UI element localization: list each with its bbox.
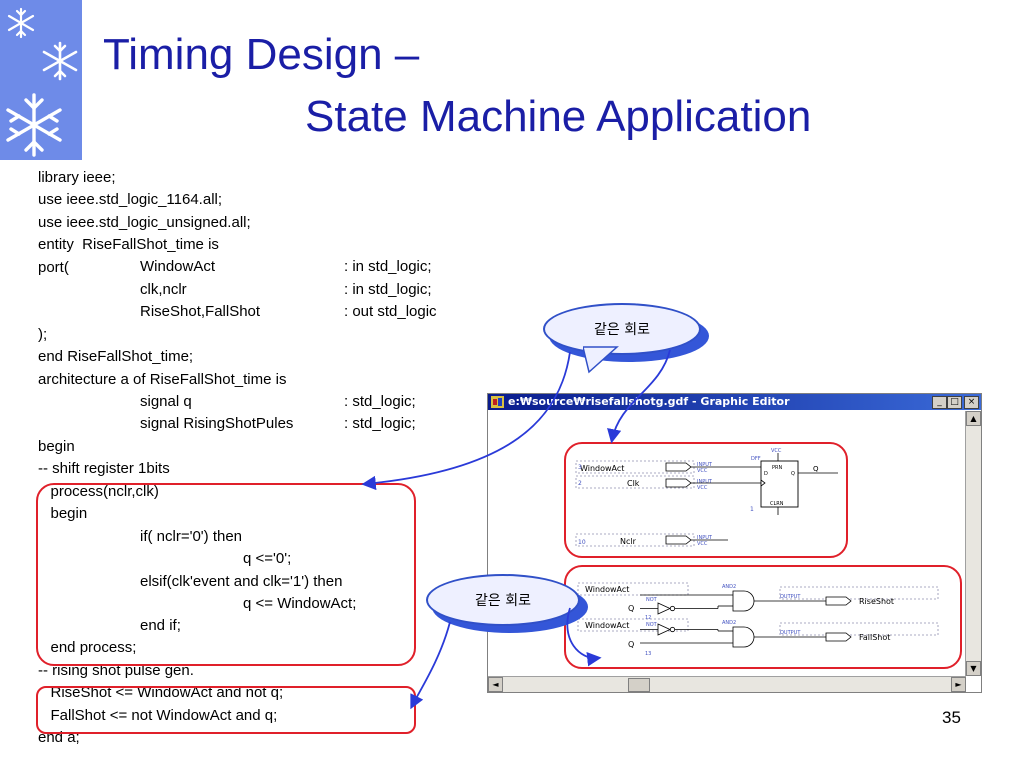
q-label-1: Q [628, 604, 634, 613]
vcc-tag: VCC [697, 541, 708, 547]
code-line: -- rising shot pulse gen. [38, 662, 194, 679]
riseshot-output-label: RiseShot [859, 597, 894, 606]
not-tag: NOT [646, 622, 658, 628]
gate-number: 13 [645, 651, 651, 657]
code-port-type: : in std_logic; [344, 258, 432, 275]
code-line: use ieee.std_logic_1164.all; [38, 191, 223, 208]
code-line: -- shift register 1bits [38, 460, 170, 477]
code-line: begin [38, 438, 75, 455]
code-line: ); [38, 326, 48, 343]
q-label-2: Q [628, 640, 634, 649]
pin-number: 1 [750, 506, 754, 513]
gate-number: 12 [645, 615, 651, 621]
scroll-right-button[interactable]: ► [951, 677, 966, 692]
code-line: begin [38, 505, 88, 522]
pin-number: 2 [578, 480, 582, 487]
pin-clk-label: Clk [627, 479, 640, 488]
dff-q: Q [791, 471, 795, 477]
editor-title: e:₩source₩risefallshotg.gdf - Graphic Ed… [508, 395, 790, 408]
code-process-line: q <= WindowAct; [243, 595, 357, 612]
snowflake-icon [6, 93, 62, 157]
scroll-up-button[interactable]: ▲ [966, 411, 981, 426]
code-line: end RiseFallShot_time; [38, 348, 194, 365]
schematic-upper-highlight [564, 442, 848, 558]
code-line: architecture a of RiseFallShot_time is [38, 371, 287, 388]
window-label-1: WindowAct [585, 585, 629, 594]
code-line: process(nclr,clk) [38, 483, 159, 500]
pin-nclr-label: Nclr [620, 537, 637, 546]
input-tag: INPUT [697, 462, 713, 468]
vcc-tag: VCC [697, 468, 708, 474]
page-number: 35 [942, 708, 961, 727]
dff-block [760, 460, 799, 508]
q-output-label: Q [813, 465, 819, 473]
input-tag: INPUT [697, 535, 713, 541]
code-process-line: elsif(clk'event and clk='1') then [140, 573, 343, 590]
code-process-line: if( nclr='0') then [140, 528, 243, 545]
fallshot-output-label: FallShot [859, 633, 890, 642]
code-line: entity RiseFallShot_time is [38, 236, 219, 253]
output-tag: OUTPUT [780, 630, 801, 636]
and-tag: AND2 [722, 584, 736, 590]
vertical-scrollbar[interactable]: ▲ ▼ [965, 411, 981, 676]
code-line: RiseShot <= WindowAct and not q; [38, 684, 284, 701]
dff-clrn: CLRN [770, 501, 784, 507]
maximize-button[interactable]: □ [947, 396, 962, 409]
code-signal-type: : std_logic; [344, 415, 416, 432]
code-port-name: RiseShot,FallShot [140, 303, 261, 320]
process-highlight-box [36, 483, 416, 666]
code-process-line: q <='0'; [243, 550, 292, 567]
slide-title-line1: Timing Design – [103, 30, 420, 79]
code-line: end process; [38, 639, 137, 656]
code-signal-name: signal RisingShotPules [140, 415, 294, 432]
slide-title-line2: State Machine Application [305, 92, 812, 141]
editor-app-icon [491, 396, 504, 408]
input-tag: INPUT [697, 479, 713, 485]
code-port-name: WindowAct [140, 258, 216, 275]
minimize-button[interactable]: _ [932, 396, 947, 409]
code-signal-type: : std_logic; [344, 393, 416, 410]
scroll-left-button[interactable]: ◄ [488, 677, 503, 692]
dff-tag: DFF [751, 456, 761, 462]
schematic-lower-highlight [564, 565, 962, 669]
window-label-2: WindowAct [585, 621, 629, 630]
scroll-thumb[interactable] [628, 678, 650, 692]
arrow-bottom-to-code [410, 621, 451, 710]
vcc-marker: VCC [771, 448, 782, 454]
code-port-name: clk,nclr [140, 281, 187, 298]
output-tag: OUTPUT [780, 594, 801, 600]
dff-prn: PRN [772, 465, 782, 471]
horizontal-scrollbar[interactable]: ◄ ► [488, 676, 966, 692]
callout-bottom: 같은 회로 [426, 574, 580, 626]
code-port-type: : out std_logic [344, 303, 437, 320]
shot-highlight-box [36, 686, 416, 734]
callout-tail [583, 346, 619, 374]
code-line: library ieee; [38, 169, 116, 186]
and-tag: AND2 [722, 620, 736, 626]
code-signal-name: signal q [140, 393, 192, 410]
code-line: port( [38, 259, 69, 276]
snowflake-icon [7, 7, 35, 39]
pin-windowact-label: WindowAct [580, 464, 624, 473]
code-port-type: : in std_logic; [344, 281, 432, 298]
code-line: FallShot <= not WindowAct and q; [38, 707, 278, 724]
dff-d: D [764, 471, 768, 477]
callout-bottom-text: 같은 회로 [475, 593, 531, 609]
close-button[interactable]: × [964, 396, 979, 409]
scroll-down-button[interactable]: ▼ [966, 661, 981, 676]
pin-number: 3 [578, 464, 582, 471]
not-tag: NOT [646, 597, 658, 603]
code-line: use ieee.std_logic_unsigned.all; [38, 214, 251, 231]
editor-titlebar: e:₩source₩risefallshotg.gdf - Graphic Ed… [488, 394, 981, 410]
callout-top-text: 같은 회로 [594, 322, 650, 338]
vcc-tag: VCC [697, 485, 708, 491]
callout-top: 같은 회로 [543, 303, 701, 355]
snowflake-icon [42, 41, 78, 81]
code-process-line: end if; [140, 617, 181, 634]
